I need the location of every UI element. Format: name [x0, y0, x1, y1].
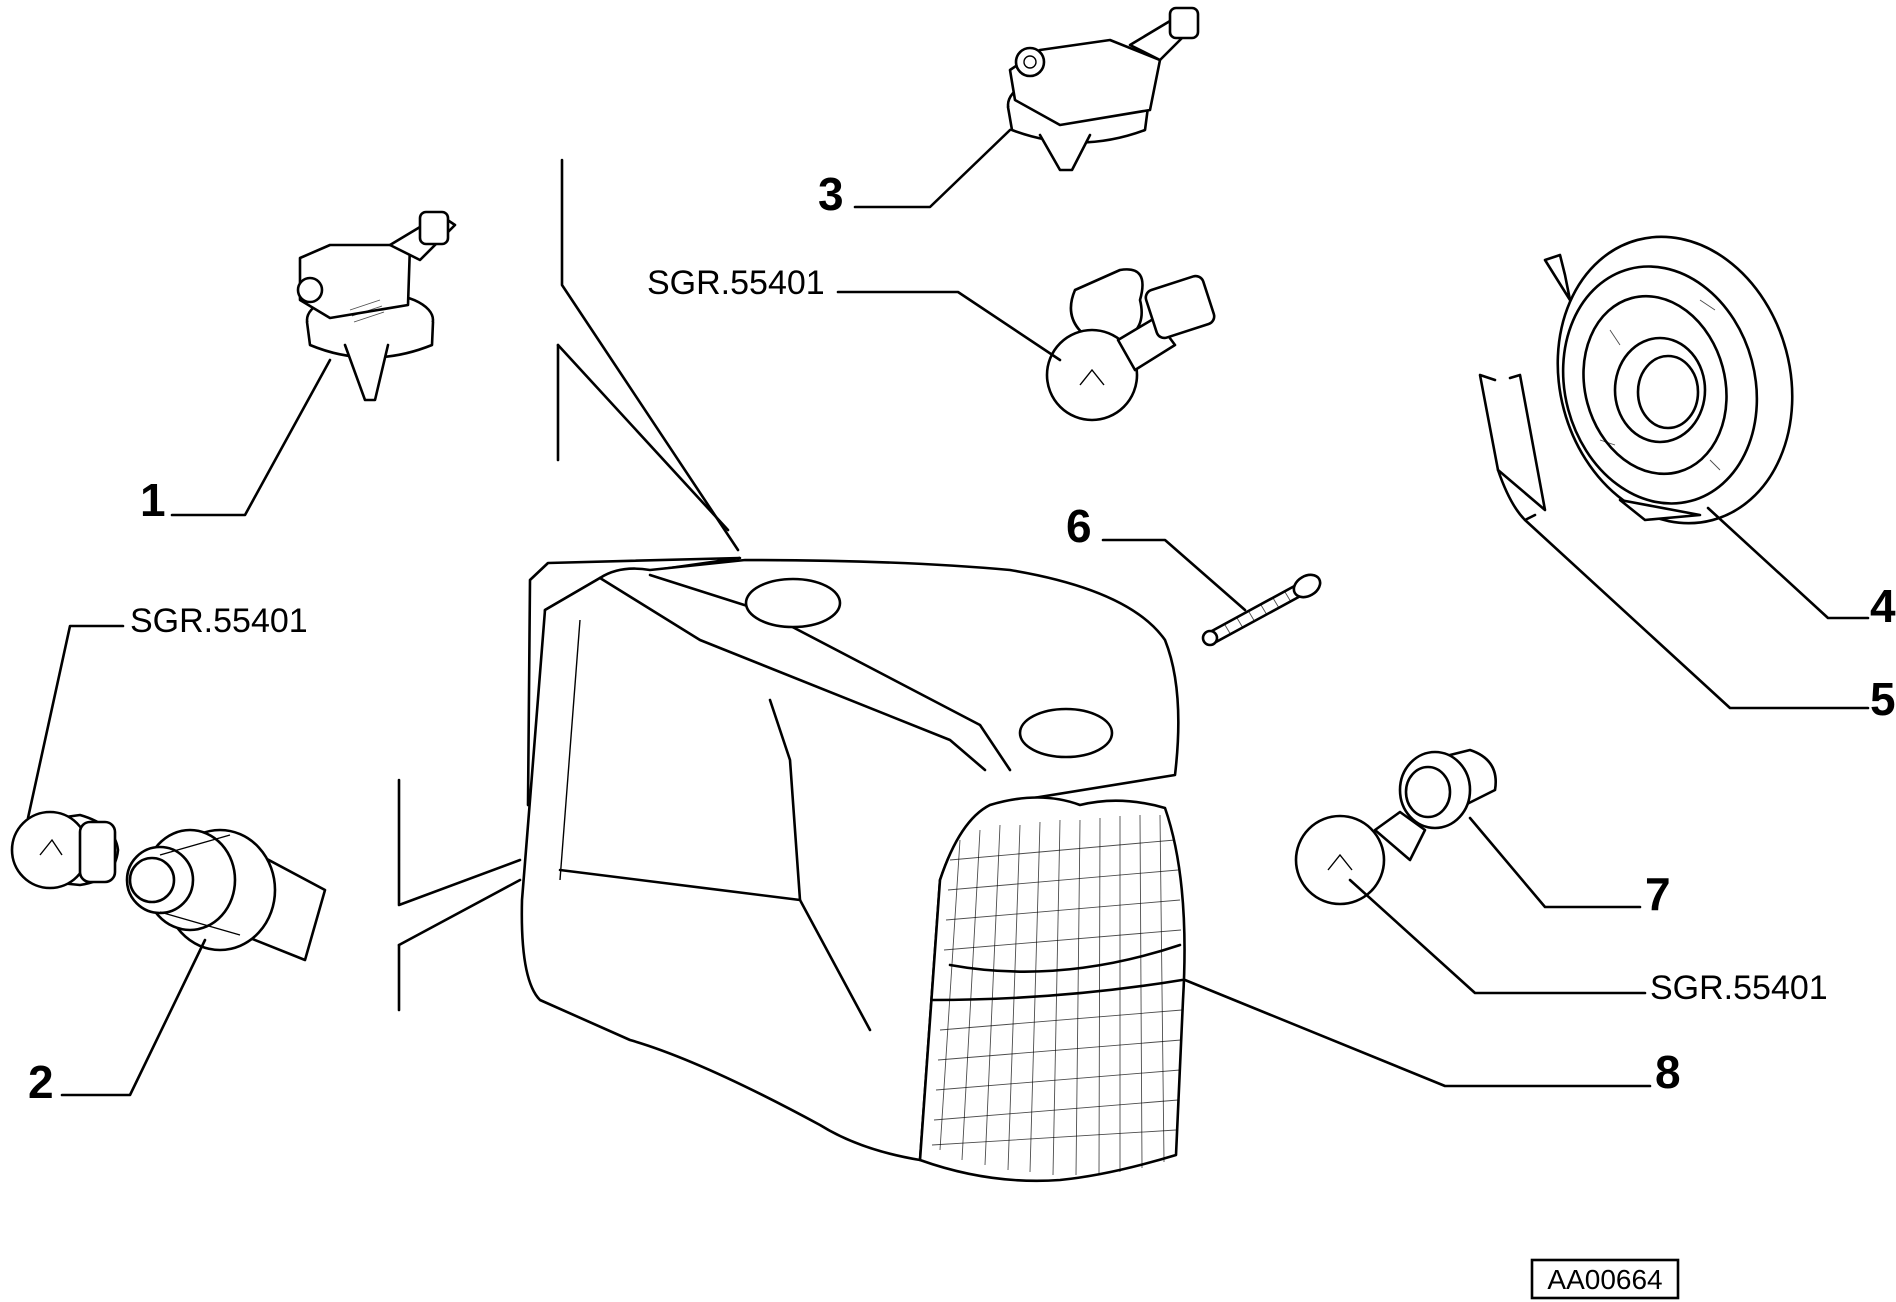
callout-3: 3	[818, 168, 844, 220]
reference-label-left: SGR.55401	[130, 602, 308, 640]
bulb-socket-part-1	[296, 210, 457, 402]
figure-code: AA00664	[1547, 1264, 1662, 1295]
callout-1: 1	[140, 474, 166, 526]
bulb-socket-part-7	[1398, 748, 1498, 830]
bulb-right	[1294, 810, 1427, 906]
lamp-housing-part-8	[520, 556, 1186, 1183]
bulb-socket-part-2	[125, 828, 327, 962]
bulb-top	[1045, 268, 1216, 422]
spring-clip-part-5	[1478, 373, 1547, 522]
reference-label-top: SGR.55401	[647, 264, 825, 302]
leader-lines	[26, 128, 1870, 1097]
callout-7: 7	[1645, 868, 1671, 920]
callout-2: 2	[28, 1056, 54, 1108]
bulb-holder-part-4	[1543, 235, 1794, 525]
callout-4: 4	[1870, 580, 1896, 632]
bulb-socket-part-3	[1006, 6, 1200, 172]
callout-6: 6	[1066, 500, 1092, 552]
reference-label-right: SGR.55401	[1650, 969, 1828, 1007]
screw-part-6	[1201, 573, 1322, 647]
callout-5: 5	[1870, 673, 1896, 725]
figure-code-box: AA00664	[1530, 1258, 1680, 1300]
callout-8: 8	[1655, 1046, 1681, 1098]
bulb-left	[10, 810, 120, 890]
